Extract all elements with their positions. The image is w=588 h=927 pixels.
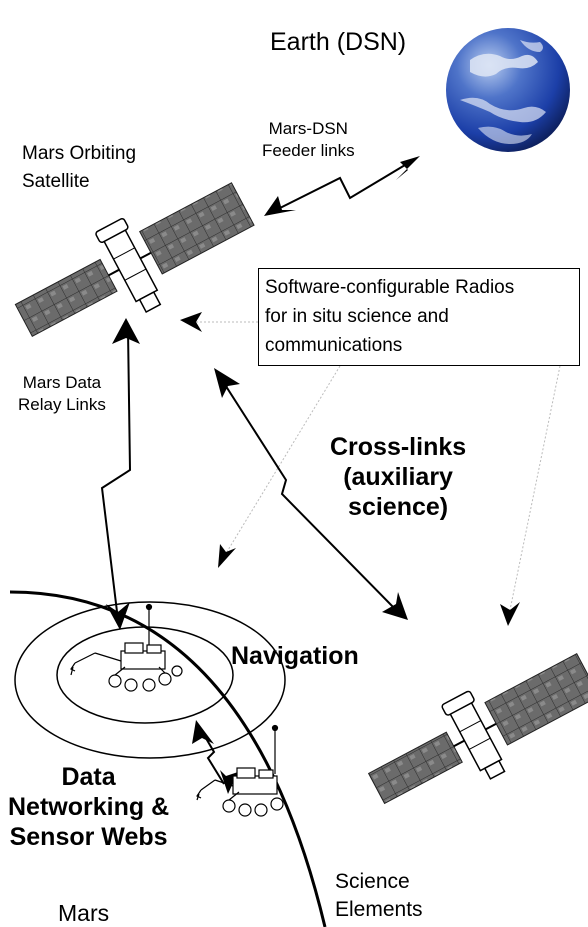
science-elements-label: Science Elements	[335, 870, 423, 921]
cross-links-label: Cross-links (auxiliary science)	[330, 433, 467, 521]
rover-icon	[196, 724, 284, 817]
satellite-icon	[367, 653, 588, 805]
radios-callout-box: Software-configurable Radios for in situ…	[258, 268, 580, 366]
satellite-icon	[14, 182, 255, 337]
globe-icon	[446, 28, 570, 152]
cross-link-arrow	[214, 368, 408, 620]
relay-links-label: Mars Data Relay Links	[18, 373, 106, 414]
relay-link-arrow	[100, 318, 140, 630]
feeder-links-label: Mars-DSN Feeder links	[262, 119, 355, 160]
radio-pointer-lines	[195, 321, 561, 611]
mars-label: Mars	[58, 900, 110, 926]
orbiting-satellite-label: Mars Orbiting Satellite	[22, 143, 137, 192]
outer-network-ellipse	[14, 601, 286, 759]
network-link-arrow	[192, 720, 238, 794]
feeder-link-arrow	[264, 156, 420, 216]
radio-pointer-arrowheads	[180, 312, 520, 626]
radios-callout-text: Software-configurable Radios for in situ…	[265, 277, 515, 356]
mars-surface-curve	[9, 590, 327, 927]
inner-navigation-ellipse	[56, 626, 234, 724]
data-networking-label: Data Networking & Sensor Webs	[8, 763, 170, 851]
earth-label: Earth (DSN)	[270, 28, 407, 56]
rover-icon	[70, 603, 183, 692]
navigation-label: Navigation	[231, 642, 359, 670]
